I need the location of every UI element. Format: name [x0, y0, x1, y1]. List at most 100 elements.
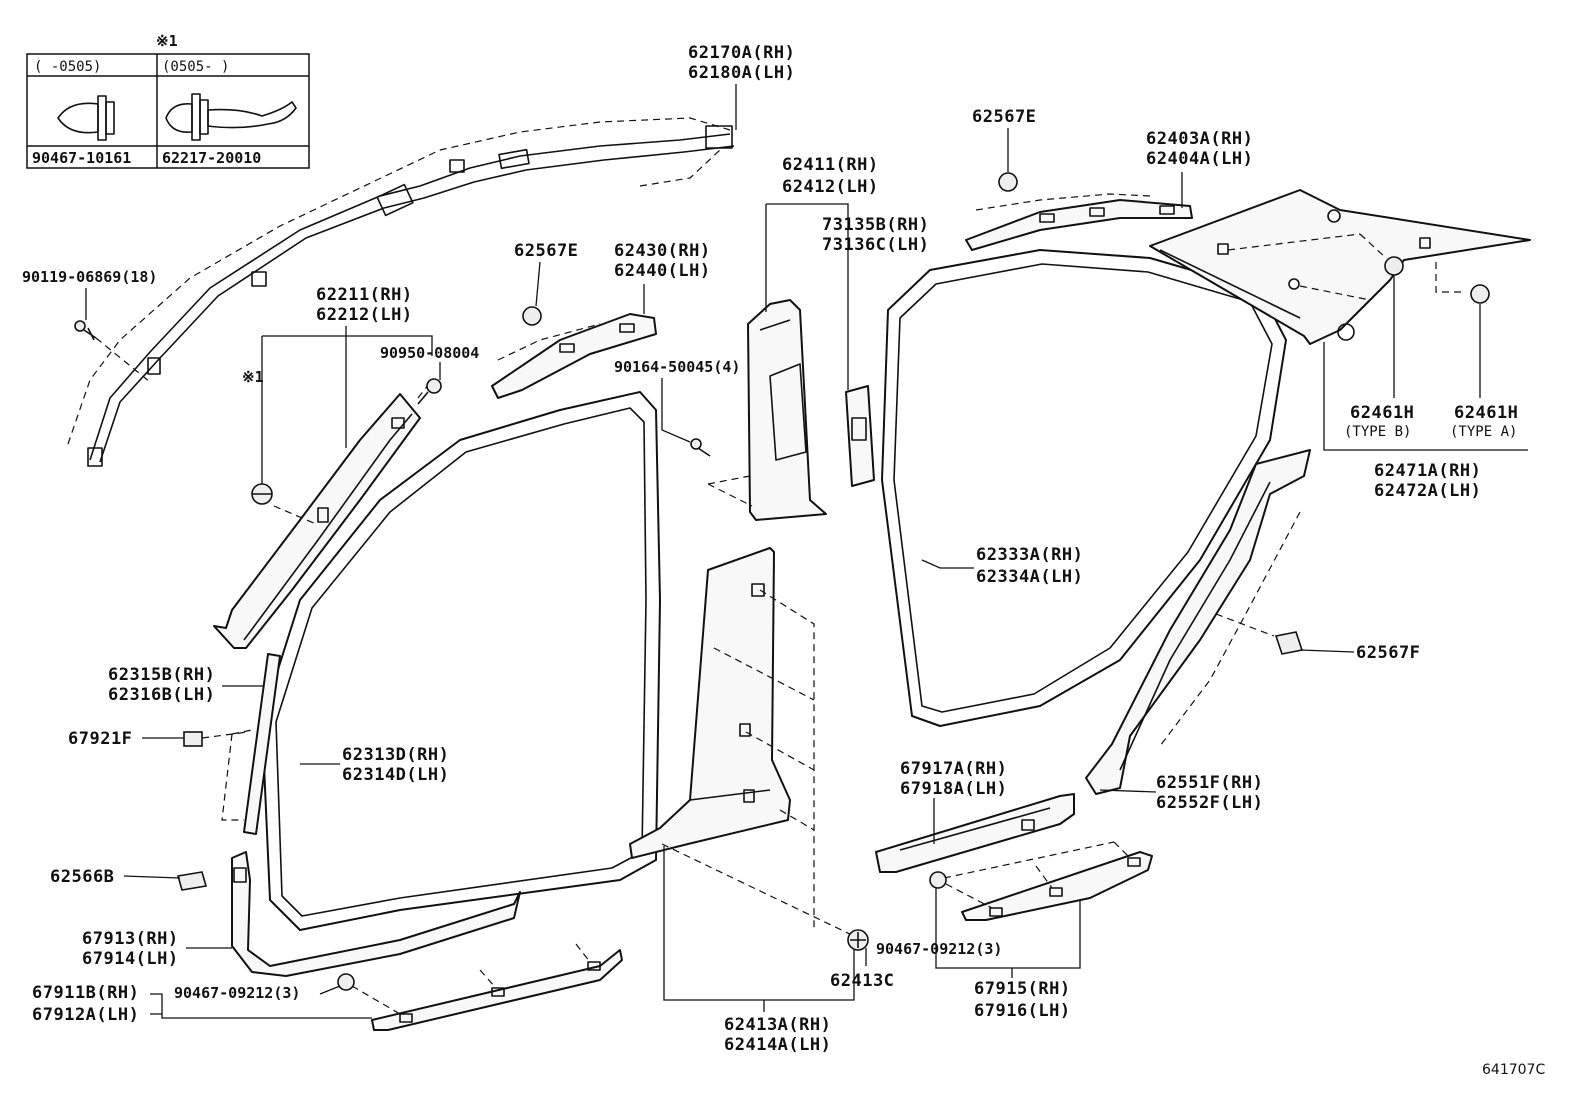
label-62411-rh: 62411(RH) [782, 155, 879, 175]
callout-62567e-left: 62567E [514, 241, 578, 261]
clip-62413c [847, 929, 869, 951]
label-90467-left: 90467-09212(3) [174, 984, 300, 1002]
clip-62567e-left [522, 261, 542, 326]
label-62170a-rh: 62170A(RH) [688, 43, 795, 63]
screw-90164 [661, 378, 711, 457]
rear-door-weatherstrip-part [881, 249, 1287, 727]
callout-62413c: 62413C [830, 971, 894, 991]
callout-62567e-right: 62567E [972, 107, 1036, 127]
clip-90950-08004 [417, 378, 442, 405]
label-67914-lh: 67914(LH) [82, 949, 179, 969]
rear-quarter-garnish-62551f [1085, 449, 1311, 795]
legend-col2-part: 62217-20010 [162, 149, 261, 167]
label-marker-1: ※1 [242, 368, 264, 386]
callout-67915: 67915(RH) 67916(LH) [974, 979, 1071, 1021]
label-62430-rh: 62430(RH) [614, 241, 711, 261]
label-90950: 90950-08004 [380, 344, 479, 362]
label-62552f-lh: 62552F(LH) [1156, 793, 1263, 813]
clip-62567f [1274, 631, 1304, 655]
callout-62551f: 62551F(RH) 62552F(LH) [1156, 773, 1263, 813]
label-62334a-lh: 62334A(LH) [976, 567, 1083, 587]
clip-90467-right [929, 871, 947, 889]
callout-62411: 62411(RH) 62412(LH) [782, 155, 879, 197]
label-62567e-right: 62567E [972, 107, 1036, 127]
clip-62567e-right [998, 128, 1018, 192]
label-67915-rh: 67915(RH) [974, 979, 1071, 999]
callout-62413a: 62413A(RH) 62414A(LH) [724, 1015, 831, 1055]
label-62567e-left: 62567E [514, 241, 578, 261]
callout-62313d: 62313D(RH) 62314D(LH) [342, 745, 449, 785]
callout-90467-left: 90467-09212(3) [174, 984, 300, 1002]
label-67917a-rh: 67917A(RH) [900, 759, 1007, 779]
callout-73135: 73135B(RH) 73136C(LH) [822, 215, 929, 255]
label-62566b: 62566B [50, 867, 114, 887]
callout-62170a: 62170A(RH) 62180A(LH) [688, 43, 795, 83]
clip-90467-left [337, 973, 355, 991]
legend-col2-header: (0505- ) [162, 59, 229, 75]
legend-table: ※1 ( -0505) (0505- ) 90467-10161 62217-2… [26, 32, 310, 169]
leader-lines [85, 84, 1528, 1019]
label-67918a-lh: 67918A(LH) [900, 779, 1007, 799]
callout-67921f: 67921F [68, 729, 132, 749]
label-62180a-lh: 62180A(LH) [688, 63, 795, 83]
rear-scuff-plate-67915 [943, 841, 1153, 921]
screw-90119-06869 [74, 320, 151, 383]
front-door-weatherstrip-part [261, 391, 661, 931]
callout-67917a: 67917A(RH) 67918A(LH) [900, 759, 1007, 799]
callout-67913: 67913(RH) 67914(LH) [82, 929, 179, 969]
label-62412-lh: 62412(LH) [782, 177, 879, 197]
roof-garnish-62403a [965, 193, 1193, 251]
callout-62430: 62430(RH) 62440(LH) [614, 241, 711, 281]
clip-67921f [183, 731, 249, 747]
center-pillar-garnish-lower-62413a [629, 547, 855, 937]
callout-90950: 90950-08004 [380, 344, 479, 362]
label-type-a: (TYPE A) [1450, 424, 1517, 440]
roof-side-rail-garnish-part [67, 117, 735, 467]
callout-90119: 90119-06869(18) [22, 268, 157, 286]
callout-62567f: 62567F [1356, 643, 1420, 663]
callout-62211: 62211(RH) 62212(LH) [316, 285, 413, 325]
label-67921f: 67921F [68, 729, 132, 749]
clip-62461h-type-a [1470, 284, 1490, 398]
rear-door-scuff-67917a [875, 793, 1075, 873]
upper-pillar-garnish-62430 [491, 313, 657, 399]
label-73136c-lh: 73136C(LH) [822, 235, 929, 255]
label-67916-lh: 67916(LH) [974, 1001, 1071, 1021]
clip-marker-1 [251, 483, 273, 505]
label-62461h-a: 62461H [1454, 403, 1518, 423]
front-scuff-plate-67911b [351, 943, 623, 1031]
label-62413a-rh: 62413A(RH) [724, 1015, 831, 1035]
clip-90467-10161-drawing [57, 95, 115, 141]
label-67911b-rh: 67911B(RH) [32, 983, 139, 1003]
clip-62461h-type-b [1384, 256, 1404, 398]
label-62414a-lh: 62414A(LH) [724, 1035, 831, 1055]
label-62471a-rh: 62471A(RH) [1374, 461, 1481, 481]
label-62567f: 62567F [1356, 643, 1420, 663]
seatbelt-adjuster-cover-73135b [845, 385, 875, 487]
label-90119: 90119-06869(18) [22, 268, 157, 286]
label-type-b: (TYPE B) [1344, 424, 1411, 440]
label-90467-right: 90467-09212(3) [876, 940, 1002, 958]
label-62316b-lh: 62316B(LH) [108, 685, 215, 705]
callout-62403a: 62403A(RH) 62404A(LH) [1146, 129, 1253, 169]
label-62211-rh: 62211(RH) [316, 285, 413, 305]
label-62212-lh: 62212(LH) [316, 305, 413, 325]
label-62404a-lh: 62404A(LH) [1146, 149, 1253, 169]
callout-90467-right: 90467-09212(3) [876, 940, 1002, 958]
callout-62461h-type-b: 62461H (TYPE B) [1344, 403, 1414, 440]
callout-62566b: 62566B [50, 867, 114, 887]
clip-62217-20010-drawing [165, 93, 297, 141]
figure-id: 641707C [1482, 1062, 1545, 1078]
roof-side-inner-garnish-62471a [1149, 189, 1531, 345]
label-62472a-lh: 62472A(LH) [1374, 481, 1481, 501]
clip-62566b [176, 871, 208, 891]
callout-62333a: 62333A(RH) 62334A(LH) [976, 545, 1083, 587]
legend-col1-header: ( -0505) [34, 59, 101, 75]
callout-62471a: 62471A(RH) 62472A(LH) [1374, 461, 1481, 501]
label-73135b-rh: 73135B(RH) [822, 215, 929, 235]
label-62313d-rh: 62313D(RH) [342, 745, 449, 765]
callout-62461h-type-a: 62461H (TYPE A) [1450, 403, 1518, 440]
label-62461h-b: 62461H [1350, 403, 1414, 423]
callout-62315b: 62315B(RH) 62316B(LH) [108, 665, 215, 705]
